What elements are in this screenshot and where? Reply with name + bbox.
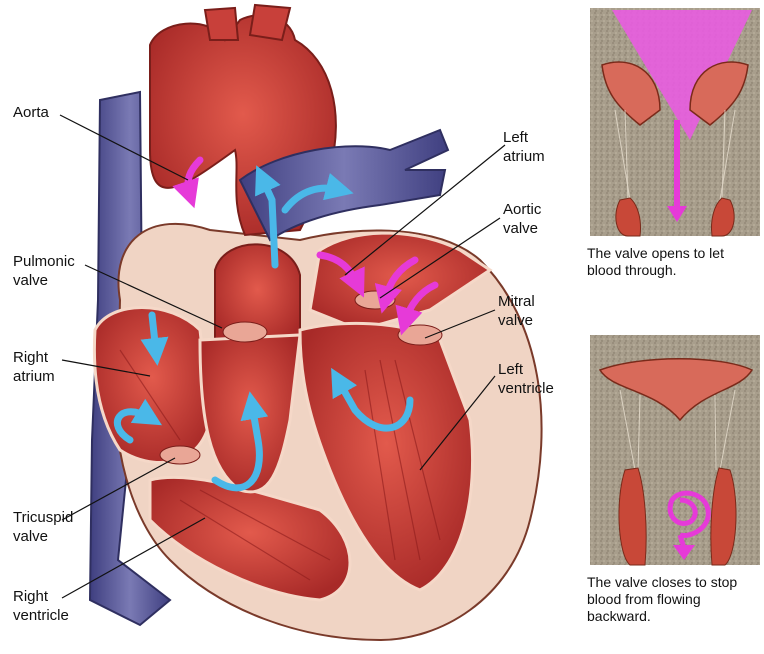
- label-pulmonic-valve: Pulmonic valve: [13, 252, 75, 290]
- label-aortic-valve: Aortic valve: [503, 200, 541, 238]
- mitral-valve-shape: [398, 325, 442, 345]
- valve-closed-panel: [590, 335, 760, 565]
- flow-arrow-right-atrium-in: [152, 315, 156, 352]
- label-left-ventricle: Left ventricle: [498, 360, 554, 398]
- label-tricuspid-valve: Tricuspid valve: [13, 508, 73, 546]
- label-right-atrium: Right atrium: [13, 348, 55, 386]
- pulmonic-valve-shape: [223, 322, 267, 342]
- label-mitral-valve: Mitral valve: [498, 292, 535, 330]
- caption-valve-open: The valve opens to let blood through.: [587, 245, 724, 279]
- label-left-atrium: Left atrium: [503, 128, 545, 166]
- valve-open-panel: [590, 8, 760, 236]
- label-aorta: Aorta: [13, 103, 49, 122]
- tricuspid-valve-shape: [160, 446, 200, 464]
- caption-valve-closed: The valve closes to stop blood from flow…: [587, 574, 737, 625]
- label-right-ventricle: Right ventricle: [13, 587, 69, 625]
